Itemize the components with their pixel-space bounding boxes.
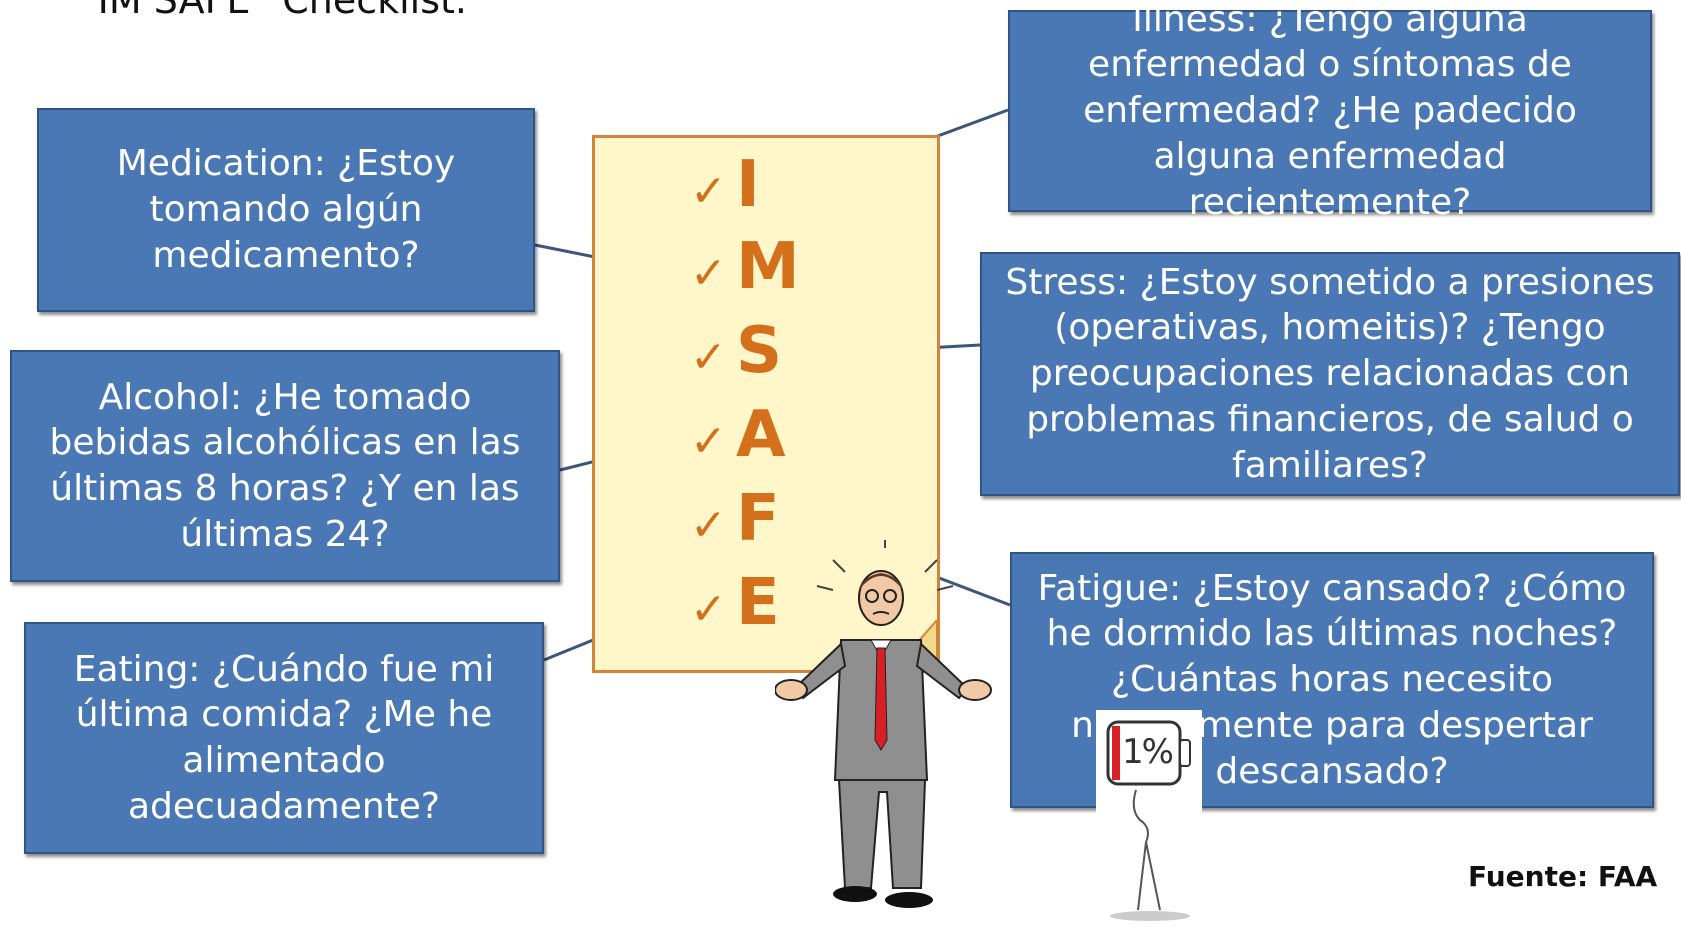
battery-icon <box>1106 720 1191 921</box>
check-mark-icon: ✓ <box>690 584 727 635</box>
illness-box: Illness: ¿Tengo alguna enfermedad o sínt… <box>1008 0 1652 223</box>
checklist-item-a: ✓A <box>690 398 786 480</box>
checklist-letter: S <box>736 314 783 388</box>
check-mark-icon: ✓ <box>690 500 727 551</box>
alcohol-box: Alcohol: ¿He tomado bebidas alcohólicas … <box>10 350 560 582</box>
check-mark-icon: ✓ <box>690 166 727 217</box>
checklist-item-e: ✓E <box>690 566 780 648</box>
stress-box: Stress: ¿Estoy sometido a presiones (ope… <box>980 252 1680 496</box>
checklist-letter: I <box>736 148 760 222</box>
low-battery-figure: 1% <box>1096 710 1202 926</box>
checklist-item-m: ✓M <box>690 230 800 312</box>
checklist-item-s: ✓S <box>690 314 782 396</box>
source-caption: Fuente: FAA <box>1468 860 1658 893</box>
check-mark-icon: ✓ <box>690 332 727 383</box>
confused-man-illustration <box>775 540 992 908</box>
checklist-letter: E <box>736 566 780 640</box>
eating-box: Eating: ¿Cuándo fue mi última comida? ¿M… <box>24 622 544 854</box>
checklist-letter: M <box>736 230 800 304</box>
check-mark-icon: ✓ <box>690 416 727 467</box>
battery-label: 1% <box>1122 732 1174 772</box>
checklist-item-f: ✓F <box>690 482 780 564</box>
medication-box: Medication: ¿Estoy tomando algún medicam… <box>37 108 535 312</box>
checklist-item-i: ✓I <box>690 148 760 230</box>
page-title: “IM SAFE” Checklist. <box>78 0 467 22</box>
checklist-letter: A <box>736 398 786 472</box>
checklist-letter: F <box>736 482 780 556</box>
check-mark-icon: ✓ <box>690 248 727 299</box>
